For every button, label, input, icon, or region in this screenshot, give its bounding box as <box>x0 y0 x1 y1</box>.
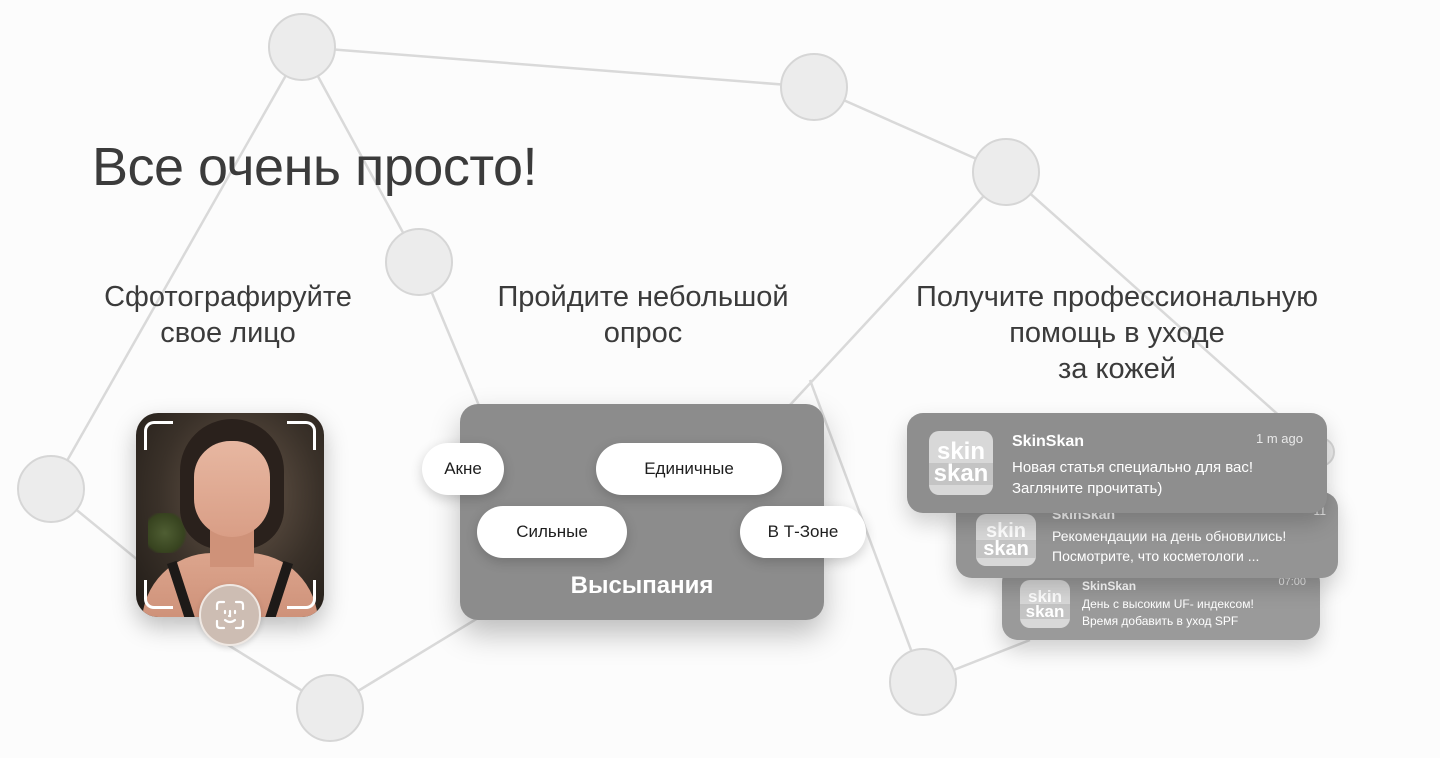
option-chip-single[interactable]: Единичные <box>596 443 782 495</box>
network-nodes <box>17 13 1335 742</box>
notification-text: День с высоким UF- индексом! Время добав… <box>1082 597 1254 628</box>
option-chip-acne[interactable]: Акне <box>422 443 504 495</box>
face-scan-button[interactable] <box>199 584 261 646</box>
step-1-title: Сфотографируйте свое лицо <box>104 281 352 349</box>
notification-time: 07:00 <box>1278 576 1306 588</box>
step-2-title: Пройдите небольшой опрос <box>497 281 789 349</box>
option-chip-strong[interactable]: Сильные <box>477 506 627 558</box>
notification-app-name: SkinSkan <box>1082 579 1137 593</box>
survey-question-label: Высыпания <box>570 572 714 599</box>
notification-time: 1 m ago <box>1256 431 1303 446</box>
app-logo-icon: skin skan <box>1020 580 1070 628</box>
notification-text: Рекомендации на день обновились! Посмотр… <box>1052 528 1287 564</box>
step-3-title: Получите профессиональную помощь в уходе… <box>916 281 1318 385</box>
option-chip-t-zone[interactable]: В Т-Зоне <box>740 506 866 558</box>
scan-frame-corner <box>287 580 316 609</box>
scan-frame-corner <box>144 580 173 609</box>
notification-card[interactable]: skin skan SkinSkan 07:00 День с высоким … <box>1002 566 1320 640</box>
face-id-icon <box>215 600 245 630</box>
app-logo-icon: skin skan <box>976 514 1036 566</box>
notification-app-name: SkinSkan <box>1012 433 1085 450</box>
app-logo-icon: skin skan <box>929 431 993 495</box>
notification-text: Новая статья специально для вас! Загляни… <box>1012 459 1254 497</box>
notification-card[interactable]: skin skan SkinSkan 1 m ago Новая статья … <box>907 413 1327 513</box>
page-title: Все очень просто! <box>92 137 538 197</box>
scan-frame-corner <box>144 421 173 450</box>
scan-frame-corner <box>287 421 316 450</box>
